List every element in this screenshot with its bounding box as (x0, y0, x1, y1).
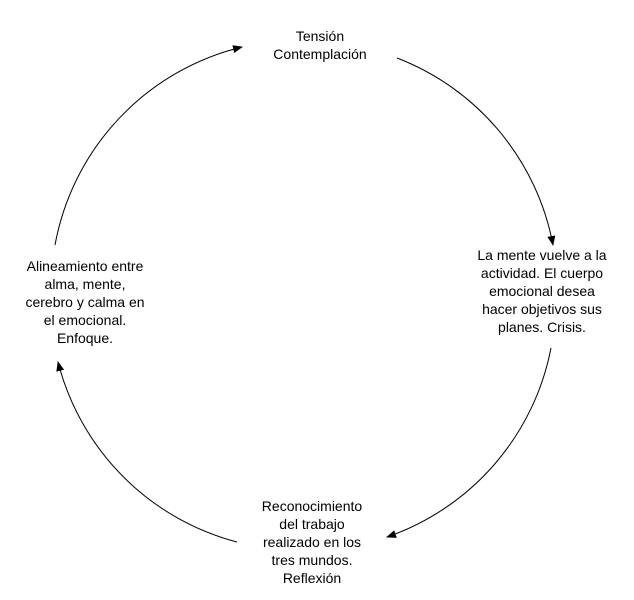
node-line: tres mundos. (271, 552, 353, 568)
arrow-bottom-to-left (56, 361, 238, 543)
arrow-left-to-top (54, 45, 243, 246)
arrow-right-to-bottom (386, 347, 552, 538)
node-line: Tensión (295, 28, 345, 44)
node-line: alma, mente, (44, 276, 126, 292)
node-line: realizado en los (262, 534, 362, 550)
node-line: el emocional. (43, 312, 127, 328)
node-line: planes. Crisis. (498, 319, 586, 335)
node-line: Enfoque. (56, 330, 114, 346)
node-line: cerebro y calma en (25, 294, 145, 310)
node-reflexion: Reconocimiento del trabajo realizado en … (222, 497, 402, 587)
node-line: Contemplación (273, 46, 367, 62)
node-crisis: La mente vuelve a la actividad. El cuerp… (452, 246, 632, 336)
node-tension: Tensión Contemplación (220, 27, 420, 63)
node-line: emocional desea (489, 283, 595, 299)
node-line: actividad. El cuerpo (480, 265, 604, 281)
node-line: del trabajo (279, 516, 345, 532)
node-enfoque: Alineamiento entre alma, mente, cerebro … (0, 257, 170, 347)
node-line: Alineamiento entre (26, 258, 144, 274)
arrow-top-to-right (396, 57, 556, 246)
node-line: Reconocimiento (261, 498, 363, 514)
node-line: hacer objetivos sus (482, 301, 602, 317)
node-line: Reflexión (282, 570, 342, 586)
node-line: La mente vuelve a la (477, 247, 607, 263)
